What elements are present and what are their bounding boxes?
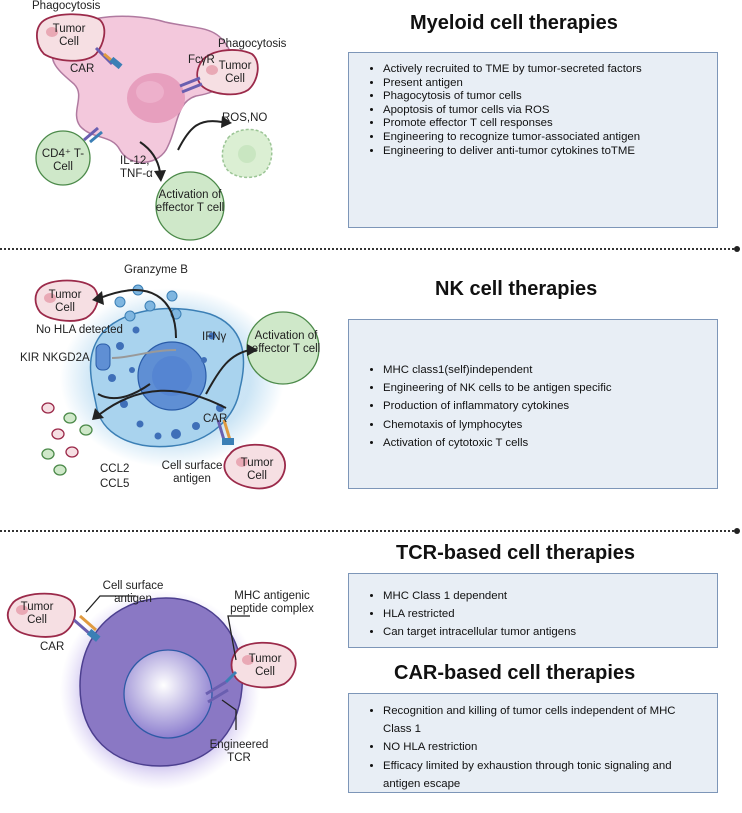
phagocytosis-left-label: Phagocytosis [32, 0, 101, 12]
tumor-cell-left [36, 13, 106, 62]
activation-t-cell [155, 171, 225, 241]
tcr-list: MHC Class 1 dependent HLA restricted Can… [349, 587, 717, 642]
nk-title: NK cell therapies [435, 278, 598, 300]
nk-item: Production of inflammatory cytokines [383, 397, 717, 415]
tumor-cell-left-label: Tumor Cell [52, 23, 86, 48]
fcgr-receptor [179, 76, 203, 94]
no-hla-label: No HLA detected [36, 324, 123, 336]
myeloid-item: Engineering to recognize tumor-associate… [383, 131, 717, 145]
separator-2-end [734, 528, 740, 534]
car-item: Efficacy limited by exhaustion through t… [383, 757, 693, 793]
tcr-item: MHC Class 1 dependent [383, 587, 717, 605]
tumor-cell-right-label: Tumor Cell [218, 60, 252, 85]
myeloid-box: Actively recruited to TME by tumor-secre… [348, 52, 718, 228]
no-hla-line [111, 349, 177, 359]
nk-item: MHC class1(self)independent [383, 361, 717, 379]
tcr-tumor-cell-right-label: Tumor Cell [248, 653, 282, 678]
granzyme-label: Granzyme B [124, 264, 188, 276]
cd4-t-cell [35, 130, 91, 186]
car-title: CAR-based cell therapies [394, 662, 636, 684]
myeloid-item: Present antigen [383, 77, 717, 91]
nk-granules [108, 326, 224, 440]
chemokines [41, 402, 93, 476]
nk-activation-label: Activation of effector T cell [251, 330, 321, 355]
myeloid-item: Apoptosis of tumor cells via ROS [383, 104, 717, 118]
tcr-title: TCR-based cell therapies [396, 542, 635, 564]
fcgr-label: FcγR [188, 54, 215, 66]
ifng-arrow [205, 349, 251, 395]
tcr-item: Can target intracellular tumor antigens [383, 623, 717, 641]
tcr-illustration [6, 590, 297, 790]
ccl5-label: CCL5 [100, 478, 130, 490]
granzyme-arrow [99, 289, 177, 339]
engineered-tcr-label: Engineered TCR [209, 739, 269, 764]
car-receptor-left [94, 46, 123, 70]
engineered-tcr-callout [221, 699, 237, 730]
il12-label: IL-12, TNF-α [120, 155, 153, 180]
kir-receptor [95, 343, 111, 371]
car-item: NO HLA restriction [383, 738, 693, 756]
tcr-item: HLA restricted [383, 605, 717, 623]
activation-label-myeloid: Activation of effector T cell [155, 189, 225, 214]
ros-no-label: ROS,NO [222, 112, 268, 124]
tcr-box: MHC Class 1 dependent HLA restricted Can… [348, 573, 718, 648]
nk-tumor-cell-right [223, 443, 286, 490]
tcr-tumor-cell-right [230, 641, 297, 689]
ros-arrow [177, 120, 223, 151]
nk-list: MHC class1(self)independent Engineering … [349, 361, 717, 452]
separator-2 [0, 530, 738, 532]
myeloid-item: Promote effector T cell responses [383, 117, 717, 131]
nk-car-receptor [216, 419, 234, 445]
myeloid-title: Myeloid cell therapies [410, 12, 618, 34]
mhc-complex-label: MHC antigenic peptide complex [230, 590, 314, 615]
cd4-t-cell-label: CD4⁺ T-Cell [41, 148, 85, 173]
myeloid-item: Actively recruited to TME by tumor-secre… [383, 63, 717, 77]
ifng-label: IFNγ [202, 331, 227, 343]
nk-box: MHC class1(self)independent Engineering … [348, 319, 718, 489]
myeloid-item: Engineering to deliver anti-tumor cytoki… [383, 145, 717, 159]
nk-tumor-cell-right-label: Tumor Cell [240, 457, 274, 482]
tcr-cell-surface-antigen-label: Cell surface antigen [102, 580, 164, 605]
mhc-complex-callout [227, 615, 250, 661]
nk-item: Activation of cytotoxic T cells [383, 434, 717, 452]
car-list: Recognition and killing of tumor cells i… [349, 702, 717, 793]
kir-label: KIR NKGD2A [20, 352, 90, 364]
separator-1-end [734, 246, 740, 252]
t-cell-nucleus [123, 649, 213, 739]
chemokine-arrow-2 [97, 383, 151, 400]
tcr-tumor-cell-left [6, 592, 76, 638]
ccl2-label: CCL2 [100, 463, 130, 475]
separator-1 [0, 248, 738, 250]
cytokine-arrow [139, 141, 161, 173]
nk-illustration [34, 279, 320, 490]
chemokine-arrow [99, 389, 227, 415]
car-item: Recognition and killing of tumor cells i… [383, 702, 693, 738]
engineered-tcr-receptor [205, 670, 238, 704]
nk-item: Engineering of NK cells to be antigen sp… [383, 379, 717, 397]
tcr-car-label: CAR [40, 641, 65, 653]
nk-car-label: CAR [203, 413, 228, 425]
tcr-car-receptor [73, 614, 101, 642]
myeloid-item: Phagocytosis of tumor cells [383, 90, 717, 104]
phagocytosis-right-label: Phagocytosis [218, 38, 287, 50]
nk-cell-surface-antigen-label: Cell surface antigen [161, 460, 223, 485]
car-label-myeloid: CAR [70, 63, 95, 75]
nk-tumor-cell-left-label: Tumor Cell [48, 289, 82, 314]
tcr-tumor-cell-left-label: Tumor Cell [20, 601, 54, 626]
cd4-receptor [83, 126, 103, 144]
car-box: Recognition and killing of tumor cells i… [348, 693, 718, 793]
nk-tumor-cell-left [34, 279, 99, 322]
myeloid-list: Actively recruited to TME by tumor-secre… [349, 63, 717, 158]
cell-surface-antigen-callout [85, 595, 136, 613]
myeloid-illustration [35, 13, 273, 241]
nk-item: Chemotaxis of lymphocytes [383, 416, 717, 434]
